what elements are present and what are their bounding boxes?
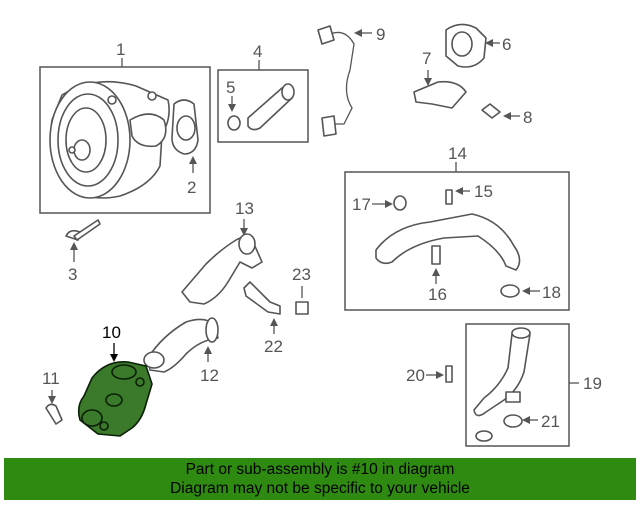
callout-7[interactable]: 7 bbox=[422, 49, 431, 68]
callout-16[interactable]: 16 bbox=[428, 285, 447, 304]
callout-23[interactable]: 23 bbox=[292, 265, 311, 284]
part-14-box-group: 14 17 15 16 18 bbox=[344, 144, 570, 311]
callout-1[interactable]: 1 bbox=[116, 40, 125, 59]
part-12-group: 12 bbox=[143, 317, 219, 385]
coolant-fitting-drawing bbox=[247, 83, 295, 131]
callout-22[interactable]: 22 bbox=[264, 337, 283, 356]
callout-5[interactable]: 5 bbox=[226, 78, 235, 97]
callout-10[interactable]: 10 bbox=[102, 323, 121, 342]
part-14-frame bbox=[344, 171, 570, 311]
info-banner: Part or sub-assembly is #10 in diagram D… bbox=[4, 458, 636, 500]
part-6-7-8-group: 6 7 8 bbox=[413, 23, 532, 127]
part-13-group: 13 bbox=[181, 199, 263, 305]
coolant-pipe-14-drawing bbox=[375, 213, 521, 271]
part-1-water-pump-group: 1 2 bbox=[39, 40, 211, 214]
callout-21[interactable]: 21 bbox=[541, 412, 560, 431]
part-3-bolt-group: 3 bbox=[65, 219, 101, 284]
callout-8[interactable]: 8 bbox=[523, 108, 532, 127]
hose-22-drawing bbox=[243, 281, 281, 315]
callout-20[interactable]: 20 bbox=[406, 366, 425, 385]
bracket-drawing bbox=[413, 80, 467, 109]
o-ring-drawing bbox=[227, 115, 241, 131]
gasket-drawing bbox=[171, 99, 199, 155]
callout-6[interactable]: 6 bbox=[502, 35, 511, 54]
callout-2[interactable]: 2 bbox=[187, 178, 196, 197]
callout-15[interactable]: 15 bbox=[474, 182, 493, 201]
part-19-box-group: 19 20 21 bbox=[406, 323, 602, 447]
callout-13[interactable]: 13 bbox=[235, 199, 254, 218]
part-10-group: 10 bbox=[77, 323, 153, 437]
banner-line-2: Diagram may not be specific to your vehi… bbox=[170, 480, 470, 497]
callout-18[interactable]: 18 bbox=[542, 283, 561, 302]
part-1-frame bbox=[39, 66, 211, 214]
callout-4[interactable]: 4 bbox=[253, 42, 262, 61]
part-4-frame bbox=[217, 69, 309, 143]
callout-19[interactable]: 19 bbox=[583, 374, 602, 393]
part-19-frame bbox=[465, 323, 570, 447]
part-9-harness-group: 9 bbox=[317, 25, 385, 137]
part-4-box-group: 4 5 bbox=[217, 42, 309, 143]
callout-3[interactable]: 3 bbox=[68, 265, 77, 284]
callout-14[interactable]: 14 bbox=[448, 144, 467, 163]
coolant-hose-12-drawing bbox=[147, 318, 219, 373]
part-11-group: 11 bbox=[42, 369, 63, 425]
callout-11[interactable]: 11 bbox=[42, 369, 60, 388]
callout-17[interactable]: 17 bbox=[352, 195, 371, 214]
callout-12[interactable]: 12 bbox=[200, 366, 219, 385]
water-pump-drawing bbox=[49, 80, 170, 199]
banner-line-1: Part or sub-assembly is #10 in diagram bbox=[185, 461, 455, 478]
part-22-23-group: 22 23 bbox=[243, 265, 311, 356]
callout-9[interactable]: 9 bbox=[376, 25, 385, 44]
coolant-pipe-19-drawing bbox=[473, 329, 531, 417]
